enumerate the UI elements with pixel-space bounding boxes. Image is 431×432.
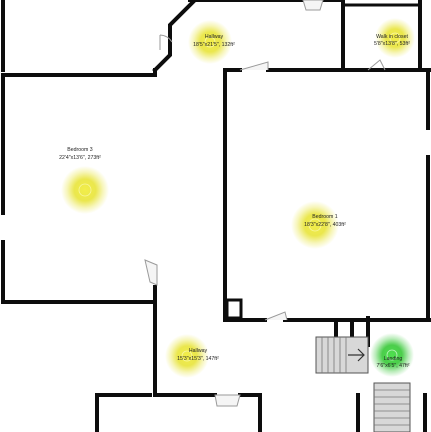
room-name: Hallway (189, 348, 208, 354)
room-marker-hallway-bottom[interactable]: Hallway 15'3"x15'3", 147ft² (165, 334, 219, 378)
marker-glow (165, 334, 209, 378)
room-name: Hallway (205, 34, 224, 40)
room-dims: 7'6"x6'5", 47ft² (376, 363, 409, 369)
room-marker-bedroom-1[interactable]: Bedroom 1 18'3"x22'8", 403ft² (291, 201, 346, 249)
room-marker-walk-in-closet[interactable]: Walk in closet 5'8"x13'8", 53ft² (374, 18, 415, 58)
marker-dot (204, 36, 216, 48)
room-dims: 18'5"x21'5", 132ft² (193, 42, 235, 48)
room-marker-bedroom-3[interactable]: Bedroom 3 22'4"x13'6", 273ft² (59, 147, 109, 214)
room-marker-hallway-top[interactable]: Hallway 18'5"x21'5", 132ft² (188, 20, 235, 64)
room-name: Landing (384, 356, 403, 362)
room-name: Walk in closet (376, 34, 408, 40)
marker-dot (181, 350, 193, 362)
windows (0, 130, 431, 240)
room-name: Bedroom 1 (312, 214, 337, 220)
room-dims: 15'3"x15'3", 147ft² (177, 356, 219, 362)
stairs-upper (315, 336, 369, 374)
stairs-arrow-icon (348, 348, 365, 362)
marker-dot (389, 32, 401, 44)
marker-glow (370, 333, 414, 377)
marker-glow (291, 201, 339, 249)
marker-dot (78, 183, 92, 197)
stairs-lower (373, 382, 411, 432)
marker-dot (308, 218, 322, 232)
marker-dot (386, 349, 398, 361)
marker-glow (188, 20, 232, 64)
marker-glow (375, 18, 415, 58)
room-dims: 5'8"x13'8", 53ft² (374, 41, 410, 47)
room-dims: 18'3"x22'8", 403ft² (304, 222, 346, 228)
doors (144, 0, 386, 407)
room-marker-landing[interactable]: Landing 7'6"x6'5", 47ft² (370, 333, 414, 377)
marker-glow (61, 166, 109, 214)
room-dims: 22'4"x13'6", 273ft² (59, 155, 101, 161)
room-name: Bedroom 3 (67, 147, 92, 153)
